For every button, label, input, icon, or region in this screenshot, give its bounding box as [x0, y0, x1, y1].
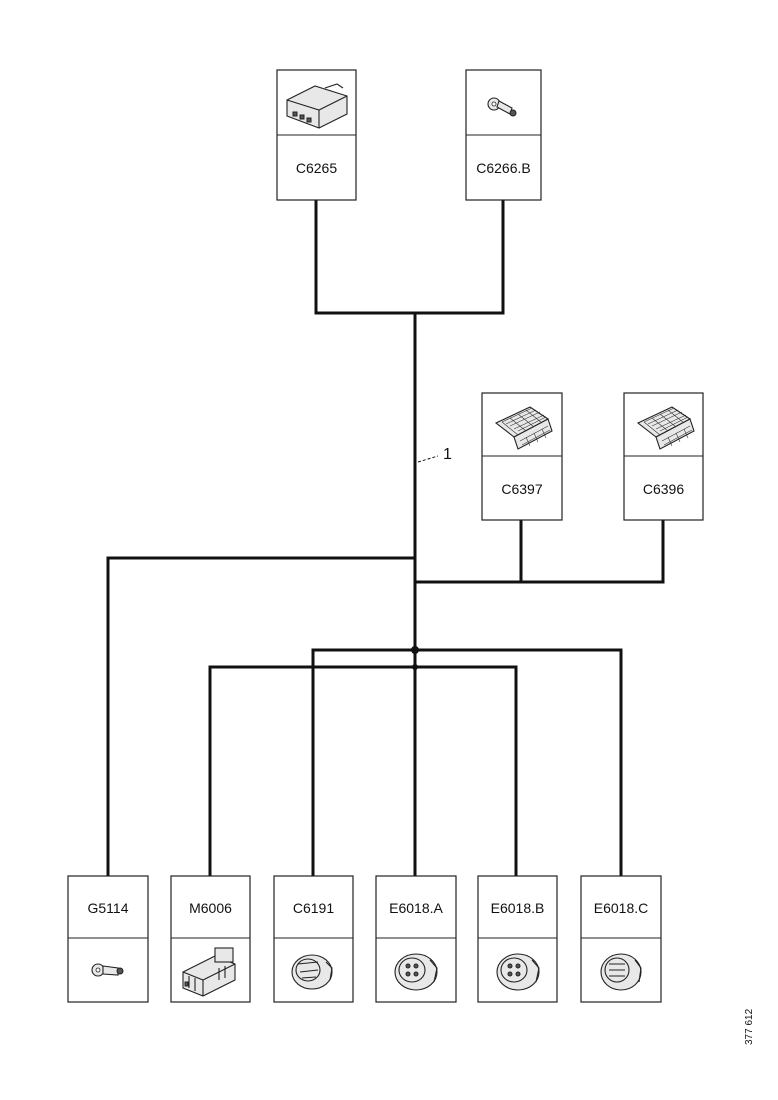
connector-label: G5114 [88, 900, 129, 916]
round-connector-icon [496, 953, 540, 991]
connector-label: C6396 [643, 481, 684, 497]
connector-box-c6265[interactable]: C6265 [276, 69, 357, 201]
connector-box-m6006[interactable]: M6006 [170, 875, 251, 1003]
round-connector-icon [291, 954, 333, 990]
callout-label: 1 [443, 446, 452, 463]
connector-label: C6397 [501, 481, 542, 497]
multi-pin-connector-icon [182, 947, 236, 997]
connector-box-e6018c[interactable]: E6018.C [580, 875, 662, 1003]
ring-terminal-icon [487, 97, 517, 117]
reference-number: 377 612 [744, 1008, 755, 1045]
connector-box-c6266b[interactable]: C6266.B [465, 69, 542, 201]
control-module-icon [286, 83, 348, 129]
connector-box-e6018b[interactable]: E6018.B [477, 875, 558, 1003]
wire-g5114-branch [106, 556, 417, 878]
connector-box-c6396[interactable]: C6396 [623, 392, 704, 521]
wire-harness [106, 198, 665, 878]
connector-box-c6397[interactable]: C6397 [481, 392, 563, 521]
junction-dot [412, 664, 418, 670]
connector-box-e6018a[interactable]: E6018.A [375, 875, 457, 1003]
connector-label: E6018.C [594, 900, 648, 916]
connector-label: C6191 [293, 900, 334, 916]
grid-heater-icon [636, 406, 695, 450]
junction-dot [411, 646, 419, 654]
connector-box-g5114[interactable]: G5114 [67, 875, 149, 1003]
round-connector-icon [394, 953, 438, 991]
callout-1: 1 [417, 446, 452, 463]
connector-label: M6006 [189, 900, 232, 916]
connector-label: C6265 [296, 160, 337, 176]
connector-box-c6191[interactable]: C6191 [273, 875, 354, 1003]
connector-label: E6018.B [491, 900, 545, 916]
round-connector-icon [600, 953, 642, 991]
grid-heater-icon [494, 406, 553, 450]
connector-label: C6266.B [476, 160, 530, 176]
connector-label: E6018.A [389, 900, 443, 916]
ring-terminal-icon [91, 963, 124, 977]
